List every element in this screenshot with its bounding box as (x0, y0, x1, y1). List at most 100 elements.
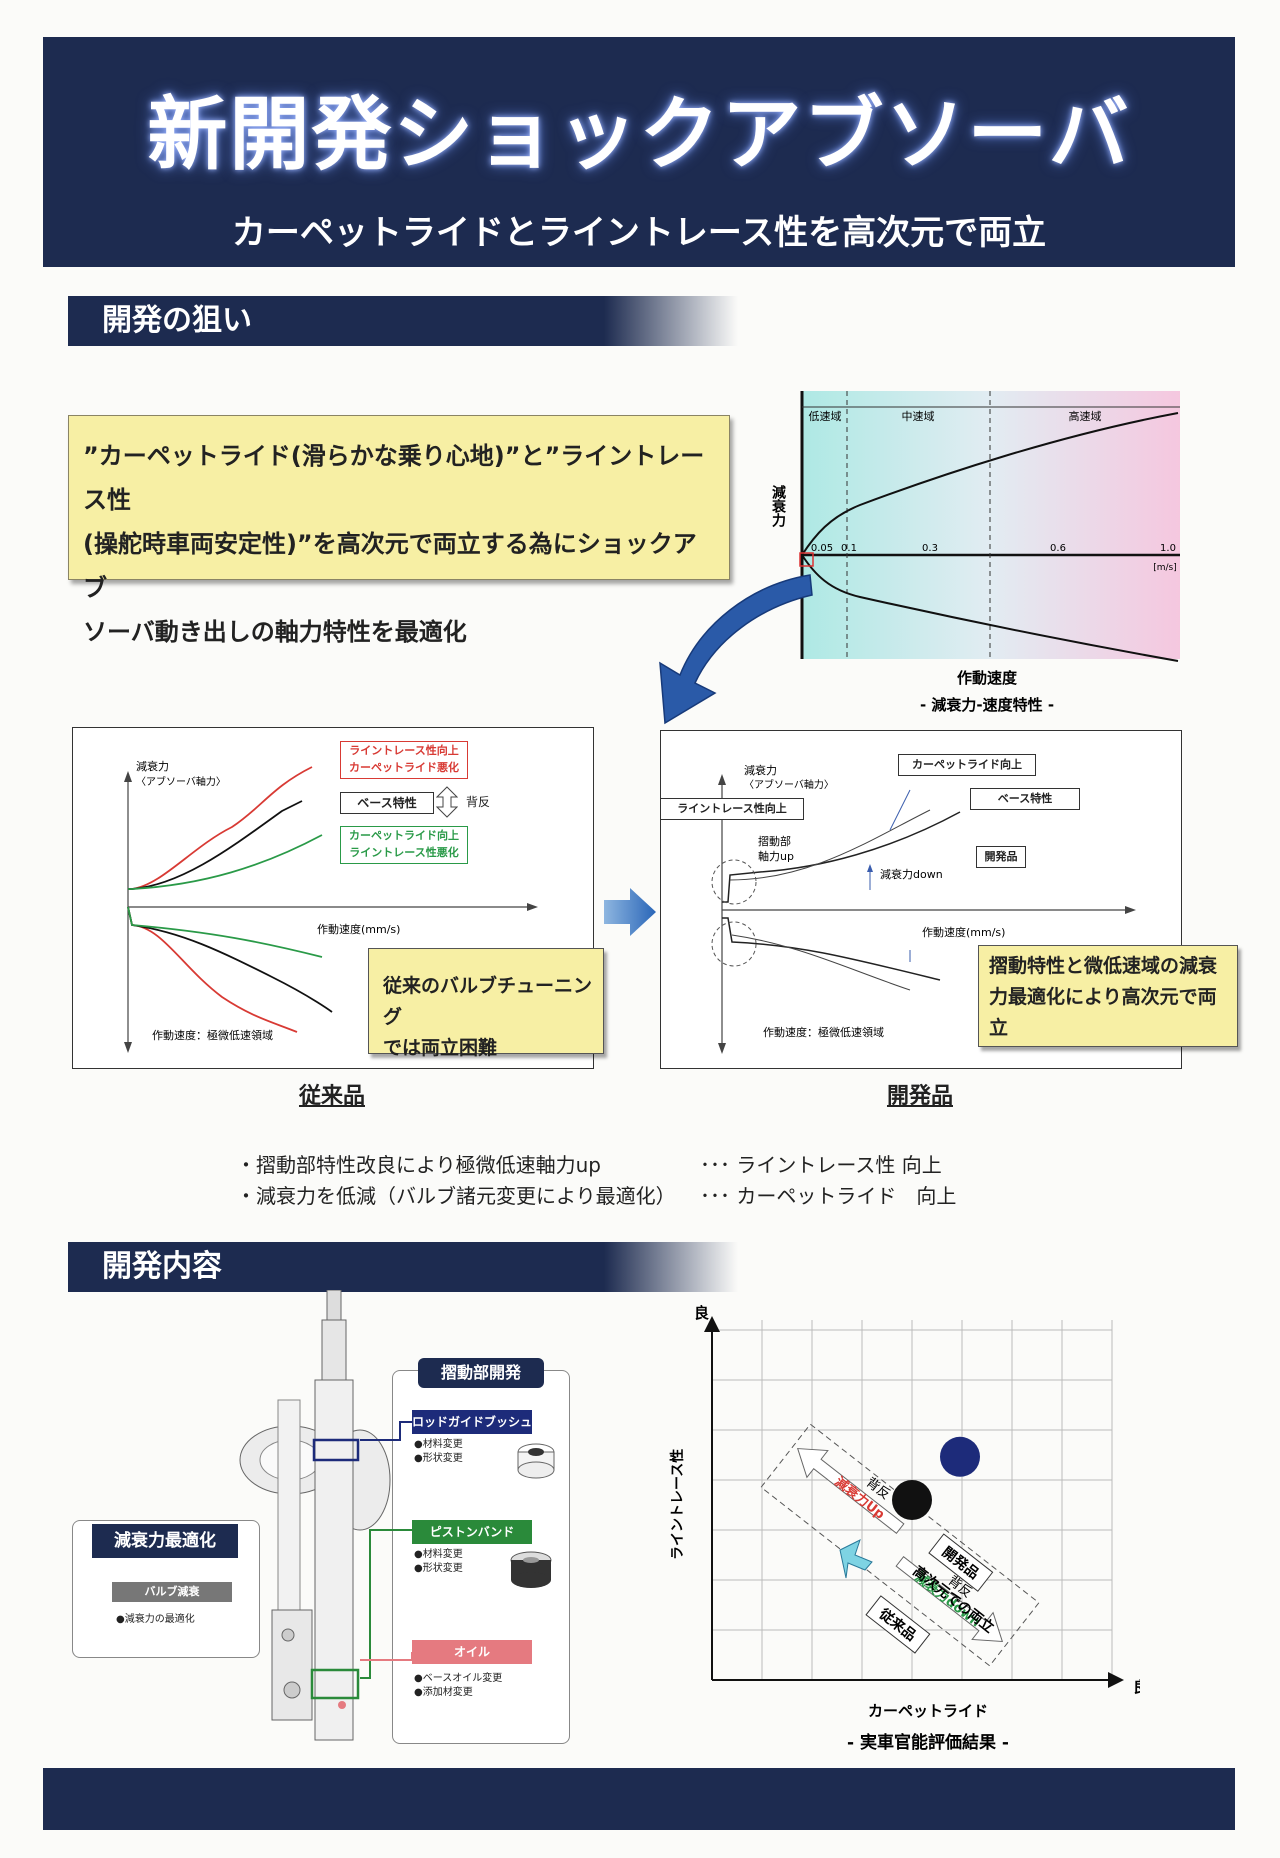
evaluation-chart: 良 良 ライントレース性 カーペットライド - 実車官能評価結果 - 減衰力Up… (669, 1304, 1140, 1753)
callout-line-3: ソーバ動き出しの軸力特性を最適化 (83, 618, 467, 646)
conventional-note-line-2: では両立困難 (383, 1037, 498, 1059)
damp-up-arrow-icon (796, 1448, 905, 1535)
right-ylabel-1: 減衰力 (744, 763, 777, 777)
piston-band-label: ピストンバンド (412, 1520, 532, 1544)
friction-label-2: 軸力up (758, 849, 794, 863)
eval-y-title: ライントレース性 (669, 1449, 686, 1560)
rod-guide-bush-details: ●材料変更 ●形状変更 (414, 1438, 463, 1466)
right-ylabel-2: 〈アブソーバ軸力〉 (744, 778, 834, 791)
curved-arrow-icon (659, 574, 813, 725)
base-curve-upper-thin (729, 809, 931, 881)
bullet-list-right: ･･･ ライントレース性 向上 ･･･ カーペットライド 向上 (700, 1150, 956, 1212)
connector-lines (360, 1421, 413, 1679)
developed-curve-upper (722, 811, 961, 903)
bullet-result: ･･･ ライントレース性 向上 (700, 1153, 942, 1177)
developed-caption: 開発品 (886, 1084, 953, 1109)
red-curve-upper (128, 766, 313, 890)
damp-down-arrow-icon (895, 1555, 1004, 1642)
piston-band-details: ●材料変更 ●形状変更 (414, 1548, 463, 1576)
tick-label: 0.05 (811, 543, 833, 554)
page-title: 新開発ショックアブソーバ (147, 88, 1131, 181)
page-subtitle: カーペットライドとライントレース性を高次元で両立 (231, 213, 1047, 253)
green-curve-upper (128, 834, 323, 890)
right-xlabel: 作動速度(mm/s) (922, 925, 1005, 939)
improvement-arrow-icon (839, 1539, 873, 1579)
left-range-label: 作動速度：極微低速領域 (152, 1028, 273, 1042)
detail-line: ●形状変更 (414, 1563, 463, 1574)
tradeoff-arrow-icon (436, 786, 458, 818)
tick-label: 0.3 (922, 543, 938, 554)
tag-carpet: カーペットライド向上 (898, 754, 1036, 776)
friction-circle-upper (711, 859, 757, 905)
unit-label: [m/s] (1153, 563, 1177, 573)
tension-curve (801, 412, 1179, 556)
damping-item: ●減衰力の最適化 (116, 1614, 195, 1625)
header-banner (43, 37, 1235, 267)
developed-curve-lower (722, 917, 941, 981)
zone-high-label: 高速域 (1069, 409, 1102, 423)
developed-note-line-2: 力最適化により高次元で両 (989, 986, 1217, 1008)
eval-caption: - 実車官能評価結果 - (847, 1732, 1009, 1753)
conventional-note: 従来のバルブチューニング では両立困難 (368, 948, 604, 1059)
bullet-item: ・減衰力を低減（バルブ諸元変更により最適化） (236, 1184, 676, 1208)
detail-line: ●添加材変更 (414, 1687, 473, 1698)
tag-green-line-2: ライントレース性悪化 (349, 846, 459, 859)
tag-red: ライントレース性向上 カーペットライド悪化 (340, 741, 468, 779)
conventional-point (892, 1480, 932, 1520)
conventional-note-line-1: 従来のバルブチューニング (383, 975, 593, 1028)
green-curve-lower (127, 906, 323, 958)
callout-line-2: (操舵時車両安定性)”を高次元で両立する為にショックアブ (83, 530, 697, 602)
conventional-caption: 従来品 (298, 1084, 365, 1109)
tag-green: カーペットライド向上 ライントレース性悪化 (340, 826, 468, 864)
shock-absorber-drawing (239, 1290, 391, 1741)
tag-red-line-1: ライントレース性向上 (349, 744, 459, 757)
developed-tag (928, 1533, 994, 1592)
y-axis-label: 減衰力 (770, 484, 787, 528)
developed-point (940, 1436, 980, 1477)
bullet-item: ・摺動部特性改良により極微低速軸力up (236, 1153, 601, 1177)
callout-line-1: ”カーペットライド(滑らかな乗り心地)”と”ライントレース性 (83, 442, 705, 514)
tick-label: 0.6 (1050, 543, 1066, 554)
tick-label: 1.0 (1160, 543, 1176, 554)
tag-red-line-2: カーペットライド悪化 (349, 761, 459, 774)
friction-circle-lower (711, 921, 757, 967)
right-range-label: 作動速度：極微低速領域 (763, 1025, 884, 1039)
tag-base: ベース特性 (340, 792, 434, 814)
eval-x-title: カーペットライド (868, 1702, 988, 1720)
damp-down-label: 減衰力down (880, 867, 943, 881)
base-curve-lower (127, 906, 333, 1013)
piston-part-icon (510, 1551, 552, 1588)
tag-base-right: ベース特性 (970, 788, 1080, 810)
conventional-chart: 減衰力 〈アブソーバ軸力〉 作動速度(mm/s) 作動速度：極微低速領域 (124, 759, 538, 1053)
aim-callout: ”カーペットライド(滑らかな乗り心地)”と”ライントレース性 (操舵時車両安定性… (68, 415, 730, 646)
tag-developed: 開発品 (976, 846, 1026, 868)
oil-label: オイル (412, 1640, 532, 1664)
red-curve-lower (127, 906, 298, 1033)
tradeoff-label: 背反 (466, 795, 491, 809)
footer-bar (43, 1768, 1235, 1830)
damping-title: 減衰力最適化 (92, 1524, 238, 1558)
friction-label-1: 摺動部 (758, 834, 791, 848)
damping-speed-chart: 低速域 中速域 高速域 0.05 0.1 0.3 0.6 1.0 [m/s] 減… (770, 391, 1180, 714)
detail-line: ●形状変更 (414, 1453, 463, 1464)
bullet-result: ･･･ カーペットライド 向上 (700, 1184, 957, 1208)
chart-caption: - 減衰力-速度特性 - (920, 696, 1054, 714)
detail-line: ●材料変更 (414, 1439, 463, 1450)
valve-damping-label: バルブ減衰 (112, 1582, 232, 1602)
oil-details: ●ベースオイル変更 ●添加材変更 (414, 1672, 502, 1700)
sliding-dev-title: 摺動部開発 (418, 1358, 544, 1388)
compression-curve (801, 554, 1179, 662)
tag-linetrace: ライントレース性向上 (660, 798, 804, 820)
right-arrow-icon (604, 888, 656, 936)
zone-low-label: 低速域 (809, 410, 842, 423)
left-ylabel-1: 減衰力 (136, 759, 169, 773)
conventional-tag (865, 1595, 931, 1654)
bullet-list-left: ・摺動部特性改良により極微低速軸力up ・減衰力を低減（バルブ諸元変更により最適… (236, 1150, 676, 1212)
developed-note-line-1: 摺動特性と微低速域の減衰 (989, 955, 1218, 977)
evaluation-grid (712, 1320, 1113, 1681)
developed-note-line-3: 立 (989, 1017, 1009, 1039)
x-axis-label: 作動速度 (957, 669, 1018, 687)
zone-mid-label: 中速域 (902, 410, 935, 423)
left-ylabel-2: 〈アブソーバ軸力〉 (136, 775, 226, 788)
good-y-label: 良 (694, 1304, 709, 1322)
